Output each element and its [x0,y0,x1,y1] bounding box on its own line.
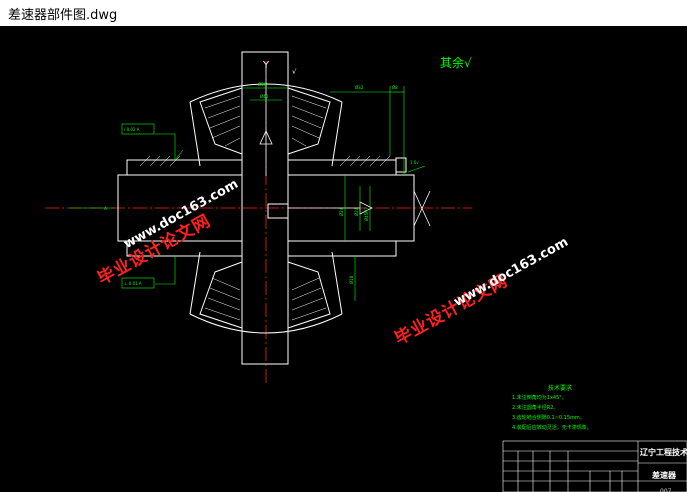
dim-right-mid: Ø45H7 [364,207,369,221]
left-half-shaft [117,174,243,242]
upper-gear-arc [189,83,343,103]
roughness-label: 其余√ [440,54,472,71]
dimension-labels: Ø56 Ø40 Ø32 Ø8 1.6√ Ø24 Ø24 Ø45H7 Ø18 / … [104,82,419,286]
right-housing-lower [287,240,397,257]
right-collar [395,157,407,173]
notes-title: 技术要求 [548,385,573,392]
drawing-canvas[interactable]: Ø56 Ø40 Ø32 Ø8 1.6√ Ø24 Ø24 Ø45H7 Ø18 / … [0,26,687,492]
upper-bevel-gear-right [287,87,331,155]
datum-mark-right: √ [292,68,297,76]
window-title: 差速器部件图.dwg [8,8,118,23]
assembly-drawing: Ø56 Ø40 Ø32 Ø8 1.6√ Ø24 Ø24 Ø45H7 Ø18 / … [45,51,687,492]
title-block [502,440,687,492]
dim-shaft-1: Ø24 [339,207,344,216]
center-block [267,203,289,219]
tolerance-lower-text: ⊥ 0.01 A [124,281,142,286]
right-housing [287,159,397,176]
roughness-text: 其余 [440,56,465,70]
dim-top-inner: Ø40 [260,94,269,99]
lower-gear-rim-left [189,251,201,315]
title-bar: 差速器部件图.dwg [0,0,687,26]
note-item-2: 2.未注圆角半径R2。 [512,405,559,411]
note-item-4: 4.装配后应转动灵活，无卡滞现象。 [512,425,592,431]
dim-shaft-2: Ø24 [354,207,359,216]
note-item-1: 1.未注倒角均为1x45°。 [512,395,567,401]
roughness-symbol: √ [464,56,472,70]
dim-top-right-1: Ø32 [355,85,364,90]
upper-bevel-gear-left [199,87,243,155]
left-housing [126,159,243,176]
datum-mark: Y [262,60,270,71]
dim-top-right-2: Ø8 [392,85,398,90]
title-block-part-name: 差速器 [652,471,676,480]
arrow-up [259,130,273,145]
note-item-3: 3.齿轮啮合侧隙0.1~0.15mm。 [512,415,585,421]
upper-gear-rim-left [189,101,201,167]
tolerance-frame-upper [121,123,155,135]
lower-bevel-gear-left [199,261,243,329]
upper-gear-rim-right [331,101,343,167]
lower-gear-rim-right [331,251,343,315]
dim-right-tag: 1.6√ [410,160,419,165]
lower-gear-arc [189,313,343,334]
cross-mark-b [413,190,431,227]
dim-top-left: Ø56 [258,82,267,87]
title-block-school: 辽宁工程技术大学 [640,448,687,457]
lower-bevel-gear-right [287,261,331,329]
dim-lower-right: Ø18 [349,275,354,284]
tolerance-upper-text: / 0.02 A [124,127,140,132]
section-hatching [139,95,391,321]
tolerance-frame-lower [121,277,155,289]
axis-label: A [104,206,107,211]
title-block-code: 007 [660,488,672,492]
dimension-lines [70,86,426,301]
